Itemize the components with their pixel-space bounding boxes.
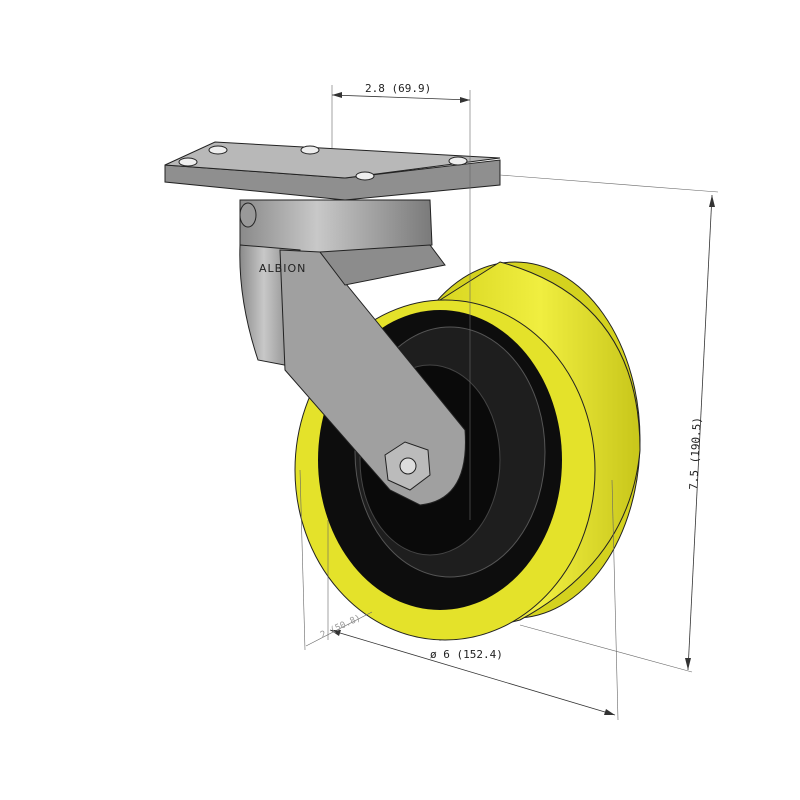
mount-hole bbox=[300, 145, 320, 155]
dimension-label: 7.5 (190.5) bbox=[687, 417, 704, 490]
dimension-label: 2.8 (69.9) bbox=[365, 82, 431, 95]
mount-hole bbox=[448, 156, 468, 166]
mount-hole bbox=[208, 145, 228, 155]
dimension-label: 2 (50.8) bbox=[319, 613, 363, 640]
grease-fitting bbox=[239, 202, 257, 228]
swivel-housing bbox=[239, 199, 433, 254]
dimension-overall-height: 7.5 (190.5) bbox=[499, 174, 719, 673]
mount-hole bbox=[355, 171, 375, 181]
dimension-plate-hole-spacing: 2.8 (69.9) bbox=[331, 82, 471, 520]
fork-right-leg bbox=[279, 249, 466, 506]
top-plate bbox=[164, 141, 501, 201]
fork: ALBION bbox=[239, 244, 466, 506]
dimension-wheel-diameter: ø 6 (152.4) bbox=[327, 479, 619, 721]
brand-label: ALBION bbox=[259, 262, 306, 275]
axle-bolt bbox=[399, 457, 417, 475]
mount-hole bbox=[178, 157, 198, 167]
dimension-label: ø 6 (152.4) bbox=[430, 648, 503, 661]
